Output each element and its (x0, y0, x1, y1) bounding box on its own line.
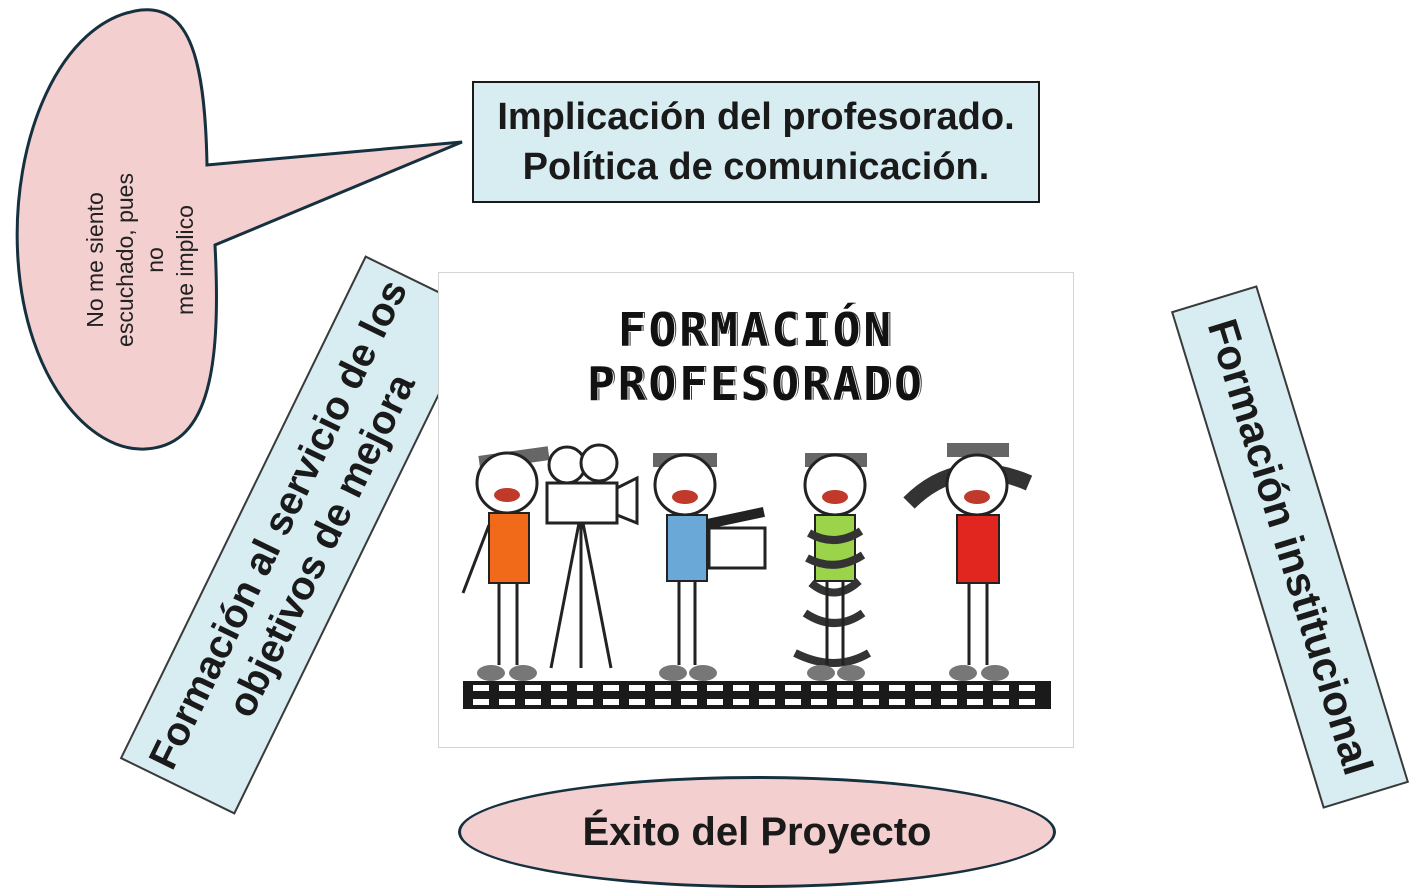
bubble-line-2: escuchado, pues no (112, 173, 168, 347)
figure-red-icon (903, 443, 1033, 681)
top-box-line-1: Implicación del profesorado. (497, 96, 1015, 138)
bubble-line-1: No me siento (82, 192, 108, 328)
illustration-title: FORMACIÓN PROFESORADO (587, 303, 925, 411)
speech-bubble-text: No me siento escuchado, pues no me impli… (82, 160, 198, 360)
figure-green-icon (793, 453, 872, 681)
movie-camera-icon (545, 443, 639, 669)
right-box-label: Formación institucional (1198, 313, 1383, 781)
speech-bubble (15, 8, 463, 451)
figure-blue-icon (653, 453, 767, 681)
cartoon-figures-image (461, 443, 1051, 709)
top-box-line-2: Política de comunicación. (522, 146, 990, 188)
top-box: Implicación del profesorado. Política de… (472, 81, 1040, 203)
project-success-ellipse: Éxito del Proyecto (458, 776, 1056, 888)
right-box: Formación institucional (1170, 285, 1410, 809)
teacher-training-illustration: FORMACIÓN PROFESORADO (438, 272, 1074, 748)
figure-orange-icon (461, 446, 550, 681)
project-success-label: Éxito del Proyecto (582, 809, 932, 854)
bubble-line-3: me implico (172, 205, 198, 315)
